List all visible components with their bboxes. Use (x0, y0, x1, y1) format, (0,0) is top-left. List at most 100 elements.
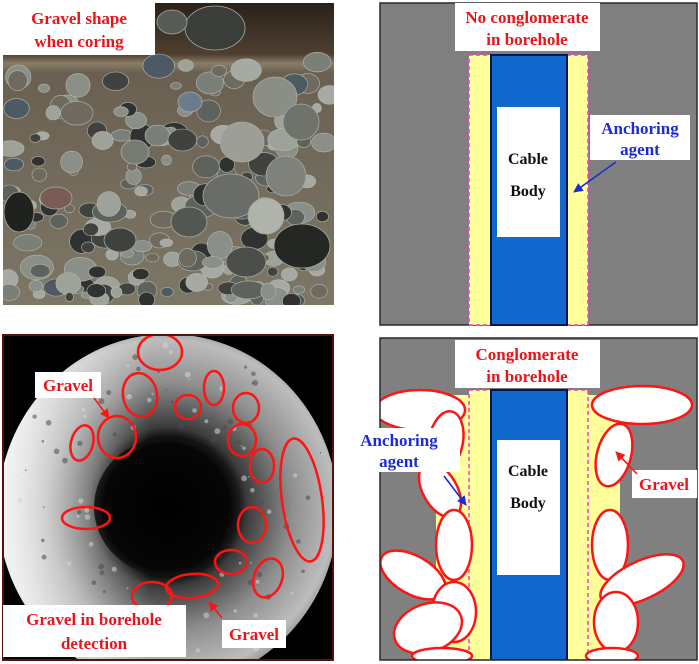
gravel-stone (267, 266, 279, 277)
gravel-stone (219, 121, 265, 163)
wall-speck (168, 350, 173, 355)
gravel-stone (280, 267, 298, 282)
wall-speck (266, 509, 272, 514)
gravel-stone (159, 238, 174, 248)
title-box (455, 340, 600, 388)
gravel-outline (231, 391, 261, 425)
cable-body-label: Body (510, 495, 546, 512)
wall-speck (76, 514, 80, 518)
callout-line: Anchoring (601, 119, 679, 138)
wall-speck (98, 563, 104, 570)
gravel-particle (590, 384, 694, 426)
wall-speck (203, 612, 210, 619)
wall-speck (111, 566, 117, 572)
gravel-stone (185, 273, 208, 292)
callout-line: agent (620, 140, 660, 159)
gravel-stone (282, 103, 320, 141)
gravel-particle (584, 646, 640, 660)
gravel-stone (3, 140, 25, 157)
wall-speck (53, 448, 60, 455)
gravel-stone (49, 213, 68, 229)
title-line: in borehole (486, 30, 568, 49)
gravel-stone (170, 206, 208, 238)
gravel-stone (39, 186, 73, 210)
gravel-stone (65, 73, 91, 98)
anchoring-agent-callout: Anchoring agent (338, 428, 467, 506)
gravel-particle (594, 422, 634, 488)
wall-speck (178, 423, 184, 429)
gravel-label-top: Gravel (35, 372, 110, 419)
wall-speck (251, 501, 254, 504)
title-box (455, 3, 600, 51)
callout-arrow (443, 475, 467, 506)
gravel-stone (29, 133, 42, 143)
gravel-stone (303, 51, 332, 73)
gravel-stone (211, 65, 228, 77)
label-line: when coring (34, 32, 124, 51)
wall-speck (84, 514, 91, 520)
gravel-outline (226, 422, 258, 458)
label-text: Gravel (639, 475, 689, 494)
panel-frame (379, 337, 698, 661)
wall-speck (210, 580, 216, 587)
cable-body-label: Body (510, 183, 546, 200)
wall-speck (301, 569, 305, 574)
label-arrow (93, 397, 110, 419)
label-arrow (208, 601, 223, 619)
title-line: Conglomerate (476, 345, 579, 364)
gravel-stone (13, 234, 43, 252)
gravel-particle (410, 646, 474, 660)
wall-speck (251, 382, 254, 385)
gravel-stone (202, 256, 224, 269)
wall-speck (84, 507, 90, 513)
gravel-stone (218, 156, 235, 173)
gravel-stone (91, 131, 114, 150)
title-line: in borehole (486, 367, 568, 386)
gravel-outline (202, 369, 226, 407)
wall-speck (41, 538, 45, 543)
wall-speck (192, 408, 197, 413)
wall-speck (126, 364, 130, 368)
no-conglomerate-diagram: Cable Body No conglomerate in borehole A… (379, 2, 698, 326)
cable-body-box (497, 107, 560, 237)
wall-speck (255, 579, 260, 584)
wall-speck (204, 419, 209, 424)
gravel-stone (184, 5, 246, 51)
wall-speck (293, 473, 298, 478)
gravel-stone (38, 83, 50, 93)
wall-speck (24, 469, 27, 471)
borehole-detection-panel: Gravel Gravel in borehole detection Grav… (2, 334, 334, 661)
wall-speck (157, 599, 162, 604)
gravel-stone (315, 211, 329, 223)
gravel-stone (170, 82, 182, 90)
gravel-stone (134, 186, 148, 197)
gravel-outline (213, 548, 249, 576)
gravel-stone (196, 99, 221, 123)
wall-speck (151, 392, 154, 395)
wall-speck (25, 487, 28, 490)
gravel-stone (86, 283, 107, 299)
detection-caption: Gravel in borehole detection (3, 605, 186, 657)
gravel-outline (279, 437, 325, 563)
conglomerate-diagram: Cable Body (338, 337, 698, 661)
gravel-stone (88, 265, 107, 279)
wall-speck (214, 428, 221, 435)
wall-speck (195, 648, 200, 653)
wall-speck (83, 414, 87, 419)
wall-speck (305, 495, 311, 501)
diagram-title: Conglomerate in borehole (455, 340, 600, 388)
wall-speck (100, 461, 103, 463)
wall-speck (66, 561, 72, 566)
gravel-outline (248, 447, 276, 485)
gravel-outline (164, 572, 220, 600)
gravel-stone (230, 280, 266, 300)
gravel-stone (178, 59, 194, 72)
wall-speck (188, 378, 191, 380)
wall-speck (243, 365, 248, 369)
wall-speck (227, 419, 233, 425)
gravel-stone (145, 253, 160, 263)
gravel-outline (136, 335, 184, 372)
gravel-particle (434, 508, 474, 582)
coring-photo-label: Gravel shape when coring (3, 3, 155, 55)
gravel-stone (260, 282, 277, 300)
